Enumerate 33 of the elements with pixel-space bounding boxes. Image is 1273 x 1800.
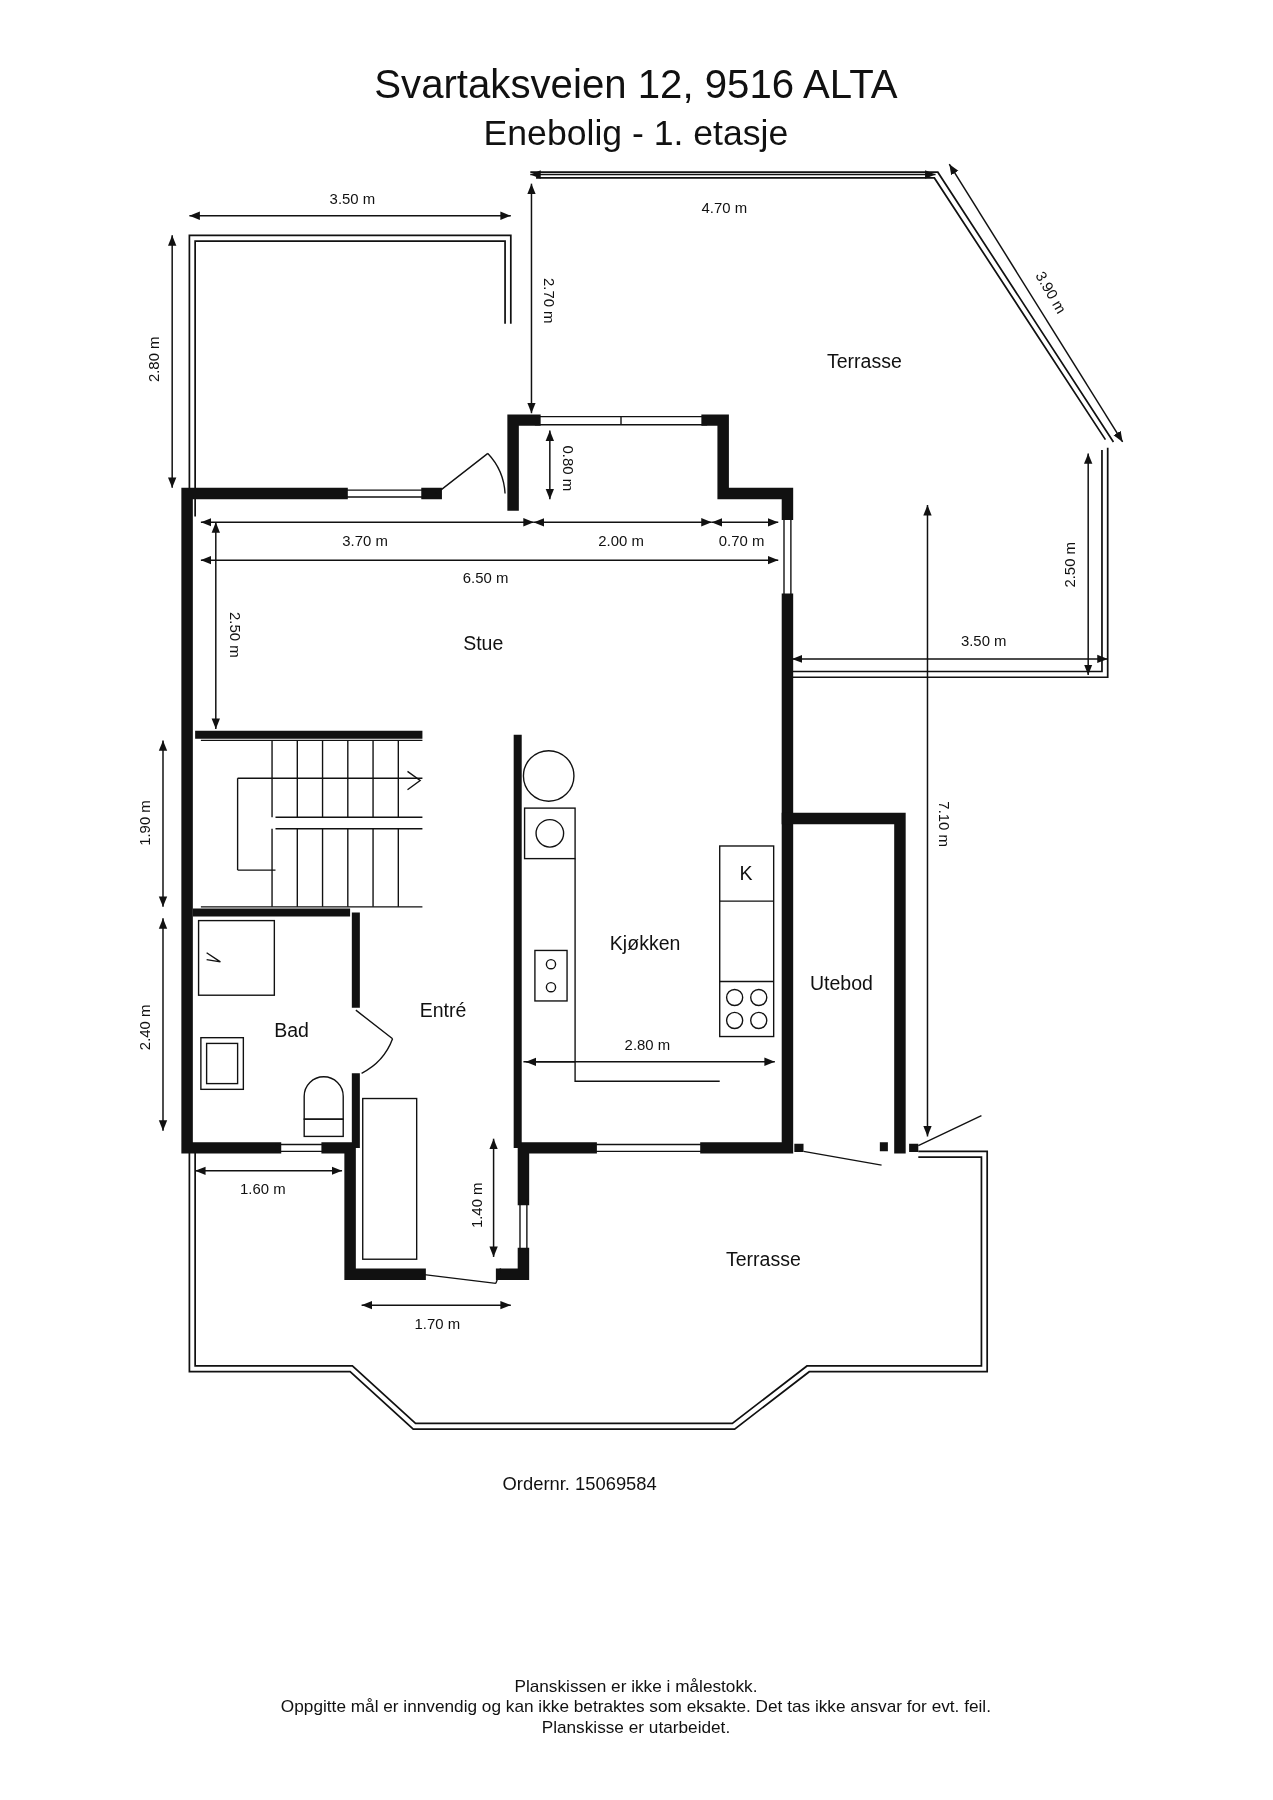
- subtitle: Enebolig - 1. etasje: [483, 113, 789, 153]
- dimension-label: 0.70 m: [718, 533, 765, 550]
- dimension-label: 0.80 m: [558, 445, 576, 492]
- room-label: Bad: [274, 1021, 309, 1043]
- disclaimer-text: Planskissen er ikke i målestokk.: [514, 1676, 758, 1696]
- dimension-label: 1.90 m: [137, 800, 154, 846]
- room-label: Terrasse: [725, 1249, 801, 1272]
- room-label: Entré: [419, 1000, 467, 1022]
- title: Svartaksveien 12, 9516 ALTA: [374, 62, 898, 108]
- room-label: Kjøkken: [609, 934, 681, 956]
- dimension-label: 2.80 m: [146, 336, 164, 383]
- room-label: Stue: [463, 634, 504, 656]
- dimension-label: 4.70 m: [701, 200, 748, 218]
- disclaimer-text: Oppgitte mål er innvendig og kan ikke betraktes som eksakte. Det tas ikke ansvar for evt. feil.: [280, 1697, 991, 1717]
- order-number: Ordernr. 15069584: [502, 1474, 657, 1495]
- dimension-label: 6.50 m: [462, 570, 509, 587]
- dimension-label: 3.50 m: [329, 191, 376, 208]
- room-label: K: [739, 863, 753, 886]
- dimension-label: 2.50 m: [225, 611, 243, 658]
- dimension-label: 2.80 m: [624, 1037, 671, 1054]
- dimension-label: 2.40 m: [137, 1004, 154, 1051]
- dimension-label: 2.00 m: [598, 533, 644, 550]
- dimension-label: 1.70 m: [414, 1316, 461, 1333]
- room-label: Utebod: [809, 974, 873, 996]
- dimension-label: 2.70 m: [540, 277, 557, 324]
- dimension-label: 3.50 m: [960, 633, 1007, 650]
- disclaimer-text: Planskisse er utarbeidet.: [541, 1718, 731, 1738]
- room-label: Terrasse: [826, 352, 902, 374]
- dimension-label: 2.50 m: [1062, 541, 1080, 588]
- dimension-label: 7.10 m: [935, 801, 952, 847]
- dimension-label: 3.70 m: [342, 533, 388, 550]
- dimension-label: 1.40 m: [469, 1182, 486, 1229]
- dimension-label: 1.60 m: [240, 1181, 286, 1198]
